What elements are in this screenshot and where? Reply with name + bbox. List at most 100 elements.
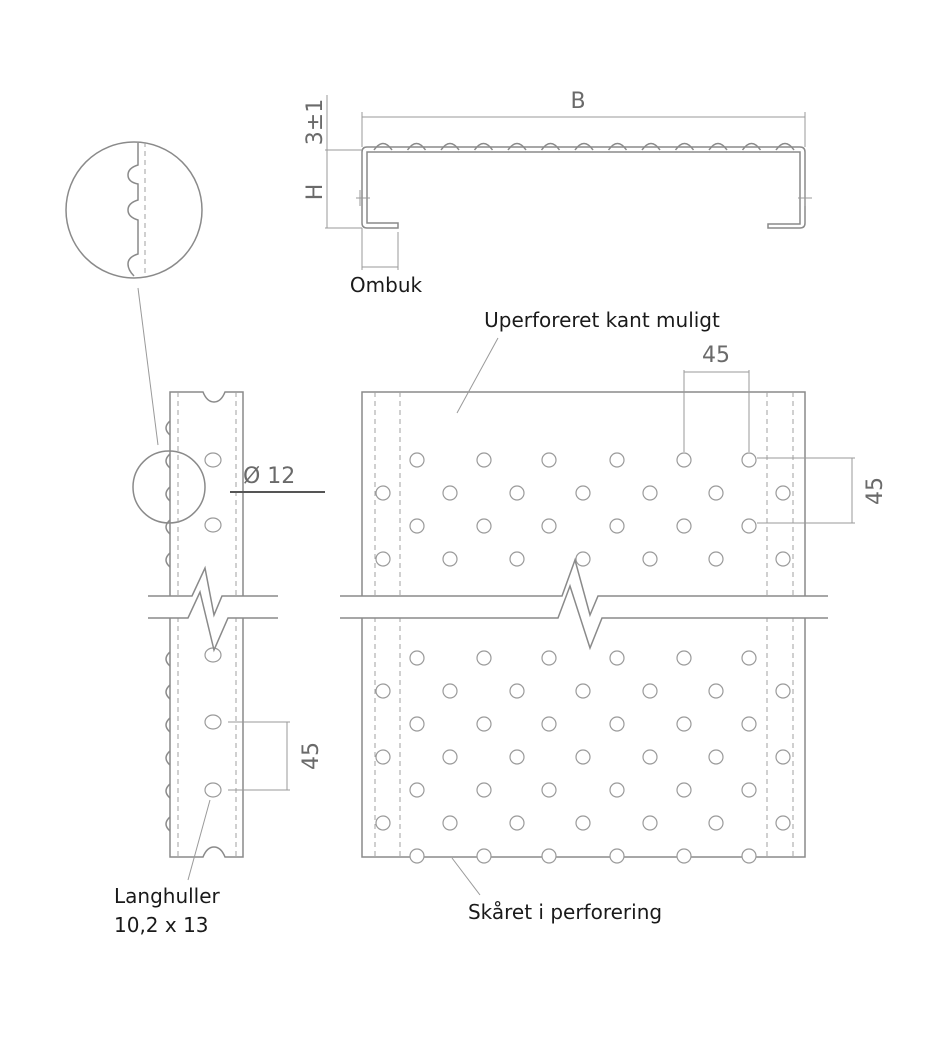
perforation-hole [676, 716, 692, 732]
perforation-hole [676, 848, 692, 864]
perforation-hole [642, 815, 658, 831]
perforation-hole [442, 815, 458, 831]
profile-bump [540, 142, 561, 151]
perforation-hole [442, 749, 458, 765]
perforation-hole [609, 518, 625, 534]
perforation-hole [741, 848, 757, 864]
profile-bump [507, 142, 527, 151]
strip-edge-bump [165, 717, 171, 733]
slot-hole [204, 517, 222, 533]
plate-outline [361, 391, 806, 858]
perforation-hole [609, 782, 625, 798]
perforation-hole [509, 815, 525, 831]
edge-detail [65, 141, 206, 524]
perforation-hole [409, 650, 425, 666]
detail-reference-circle [132, 450, 206, 524]
slots-leader-line [187, 799, 211, 881]
perforation-hole [442, 683, 458, 699]
unperforated-edge-label: Uperforeret kant muligt [484, 308, 720, 332]
perforation-hole [609, 650, 625, 666]
break-lines [148, 557, 828, 653]
profile-bump [775, 142, 795, 151]
thickness-label: 3±1 [303, 99, 328, 145]
strip-outline [169, 391, 244, 858]
perforation-hole [476, 716, 492, 732]
perforation-hole [409, 848, 425, 864]
profile-bump [574, 142, 594, 151]
perforation-hole [375, 551, 391, 567]
profile-bump [440, 142, 460, 151]
slot-hole [204, 452, 222, 468]
cut-in-perforation-label: Skåret i perforering [468, 900, 662, 924]
perforation-hole [409, 518, 425, 534]
perforation-hole [442, 485, 458, 501]
perforation-hole [775, 749, 791, 765]
slot-hole [204, 782, 222, 798]
strip-edge-bump [165, 552, 171, 568]
perforation-hole [642, 749, 658, 765]
perforation-hole [476, 518, 492, 534]
perforation-hole [741, 782, 757, 798]
strip-edge-bumps [165, 420, 171, 832]
perforation-hole [708, 485, 724, 501]
perforation-hole [575, 683, 591, 699]
perforation-hole [409, 716, 425, 732]
profile-bump [708, 142, 728, 151]
strip-slots [204, 452, 222, 798]
perforation-hole [676, 782, 692, 798]
perforation-hole [541, 650, 557, 666]
detail-circle [65, 141, 203, 279]
slot-hole [204, 647, 222, 663]
perforation-hole [775, 683, 791, 699]
perforation-hole [375, 749, 391, 765]
perforation-hole [541, 452, 557, 468]
perforation-hole [676, 518, 692, 534]
strip-edge-bump [165, 420, 171, 436]
slots-title-label: Langhuller [114, 884, 221, 908]
perforation-hole [442, 551, 458, 567]
profile-bump [473, 142, 494, 151]
cut-leader-line [451, 857, 481, 896]
width-label: B [570, 89, 585, 114]
perforation-hole [375, 815, 391, 831]
perforation-hole [509, 749, 525, 765]
perforation-hole [676, 650, 692, 666]
strip-edge-bump [165, 453, 171, 469]
perforation-hole [375, 683, 391, 699]
strip-edge-bump [165, 750, 171, 766]
strip-edge-bump [165, 486, 171, 502]
perforation-hole [708, 551, 724, 567]
perforation-hole [476, 848, 492, 864]
side-strip-view: 45 Ø 12 Langhuller 10,2 x 13 [114, 391, 325, 937]
perforation-hole [476, 782, 492, 798]
profile-outline [361, 146, 806, 229]
perforation-hole [642, 551, 658, 567]
perforation-hole [642, 683, 658, 699]
perforation-hole [476, 650, 492, 666]
edge-leader-line [456, 337, 499, 414]
profile-section: B H 3±1 Ombuk [303, 89, 812, 297]
perforation-hole [375, 485, 391, 501]
perforation-hole [741, 518, 757, 534]
strip-edge-bump [165, 651, 171, 667]
perforation-hole [642, 485, 658, 501]
perforation-hole [575, 485, 591, 501]
strip-edge-bump [165, 783, 171, 799]
profile-bump [607, 142, 628, 151]
horizontal-pitch-label: 45 [702, 343, 730, 368]
perforation-hole [509, 485, 525, 501]
detail-edge-profile [127, 143, 139, 277]
perforation-hole [409, 452, 425, 468]
perforation-hole [575, 749, 591, 765]
perforation-hole [609, 452, 625, 468]
perforation-hole [676, 452, 692, 468]
detail-leader-line [137, 287, 159, 446]
perforation-hole [409, 782, 425, 798]
vertical-pitch-label: 45 [863, 477, 888, 505]
perforation-hole [741, 452, 757, 468]
perforation-hole [509, 683, 525, 699]
profile-bump [741, 142, 762, 151]
perforation-hole [708, 749, 724, 765]
profile-bump [674, 142, 695, 151]
